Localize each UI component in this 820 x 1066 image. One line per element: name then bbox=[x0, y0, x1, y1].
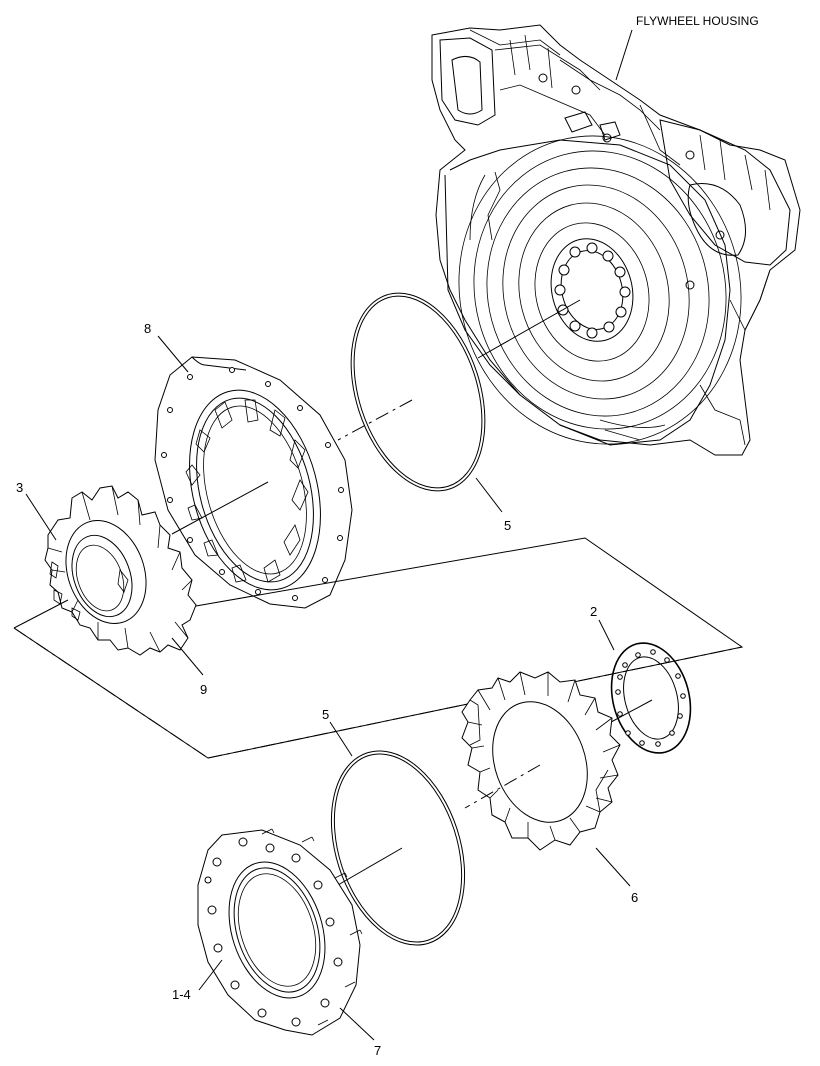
label-item-7: 7 bbox=[374, 1043, 381, 1058]
label-item-6: 6 bbox=[631, 890, 638, 905]
flange-bolts bbox=[204, 837, 343, 1027]
label-item-8: 8 bbox=[144, 321, 151, 336]
center-axis-line bbox=[477, 299, 581, 359]
axis-line-lower bbox=[337, 847, 403, 886]
leader-lines bbox=[25, 29, 633, 1041]
rubber-coupling-element bbox=[461, 671, 621, 851]
flywheel-housing bbox=[431, 24, 801, 456]
coupling-flange bbox=[197, 828, 363, 1036]
o-ring-lower bbox=[330, 750, 466, 946]
label-item-1-4: 1-4 bbox=[172, 987, 191, 1002]
gasket-plate bbox=[610, 642, 692, 754]
label-flywheel-housing: FLYWHEEL HOUSING bbox=[636, 14, 759, 28]
label-item-9: 9 bbox=[200, 682, 207, 697]
label-item-5-upper: 5 bbox=[504, 518, 511, 533]
label-item-3: 3 bbox=[16, 480, 23, 495]
label-item-2: 2 bbox=[590, 604, 597, 619]
label-item-5-lower: 5 bbox=[322, 707, 329, 722]
axis-line-8-to-9 bbox=[171, 481, 269, 535]
gasket-holes bbox=[615, 649, 686, 747]
connector-left bbox=[13, 599, 69, 629]
gear-hub bbox=[44, 485, 197, 656]
flange-disc bbox=[154, 356, 353, 609]
o-ring-upper bbox=[350, 292, 486, 492]
axis-dashed-line bbox=[337, 399, 413, 441]
flange-bolt-holes bbox=[161, 367, 344, 601]
bolt-shanks bbox=[261, 828, 363, 1026]
